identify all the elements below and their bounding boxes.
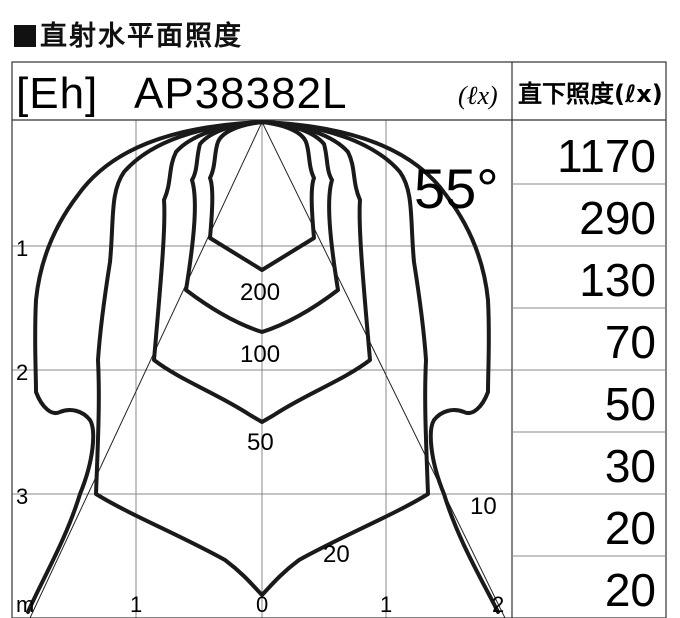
x-tick-1-right: 1 (380, 592, 392, 617)
y-tick-3: 3 (16, 484, 28, 509)
table-value-3: 130 (579, 254, 656, 306)
y-tick-1: 1 (16, 236, 28, 261)
contour-label-100: 100 (240, 341, 280, 368)
x-tick-1-left: 1 (130, 592, 142, 617)
table-value-1: 1170 (557, 130, 656, 182)
beam-line-right (261, 121, 506, 618)
contour-label-10: 10 (470, 493, 497, 520)
section-heading: 直射水平面照度 (14, 14, 243, 53)
mode-label: [Eh] (16, 69, 98, 118)
square-bullet-icon (14, 25, 36, 47)
table-value-8: 20 (605, 564, 656, 616)
table-value-5: 50 (605, 378, 656, 430)
diagram-frame (11, 61, 667, 618)
beam-angle-label: 55° (414, 157, 499, 220)
section-heading-text: 直射水平面照度 (40, 21, 243, 52)
y-tick-2: 2 (16, 360, 28, 385)
contour-100 (184, 120, 340, 334)
table-rows (512, 183, 666, 557)
beam-line-left (29, 121, 263, 618)
table-value-7: 20 (605, 502, 656, 554)
unit-label: (ℓx) (458, 81, 498, 110)
contour-10 (26, 120, 500, 614)
contour-20 (94, 120, 430, 597)
contour-200 (208, 120, 316, 272)
x-tick-0: 0 (256, 592, 268, 617)
x-tick-2: 2 (492, 592, 504, 617)
model-number: AP38382L (134, 69, 348, 118)
direct-illuminance-table: 1170 290 130 70 50 30 20 20 (557, 130, 656, 616)
iso-lux-contours (26, 120, 500, 614)
table-header: 直下照度(ℓx) (518, 80, 663, 108)
contour-label-20: 20 (323, 541, 350, 568)
contour-label-200: 200 (240, 279, 280, 306)
table-value-2: 290 (579, 192, 656, 244)
table-value-4: 70 (605, 316, 656, 368)
contour-label-50: 50 (247, 429, 274, 456)
contour-50 (152, 120, 372, 424)
table-value-6: 30 (605, 440, 656, 492)
x-tick-m: m (16, 592, 34, 617)
